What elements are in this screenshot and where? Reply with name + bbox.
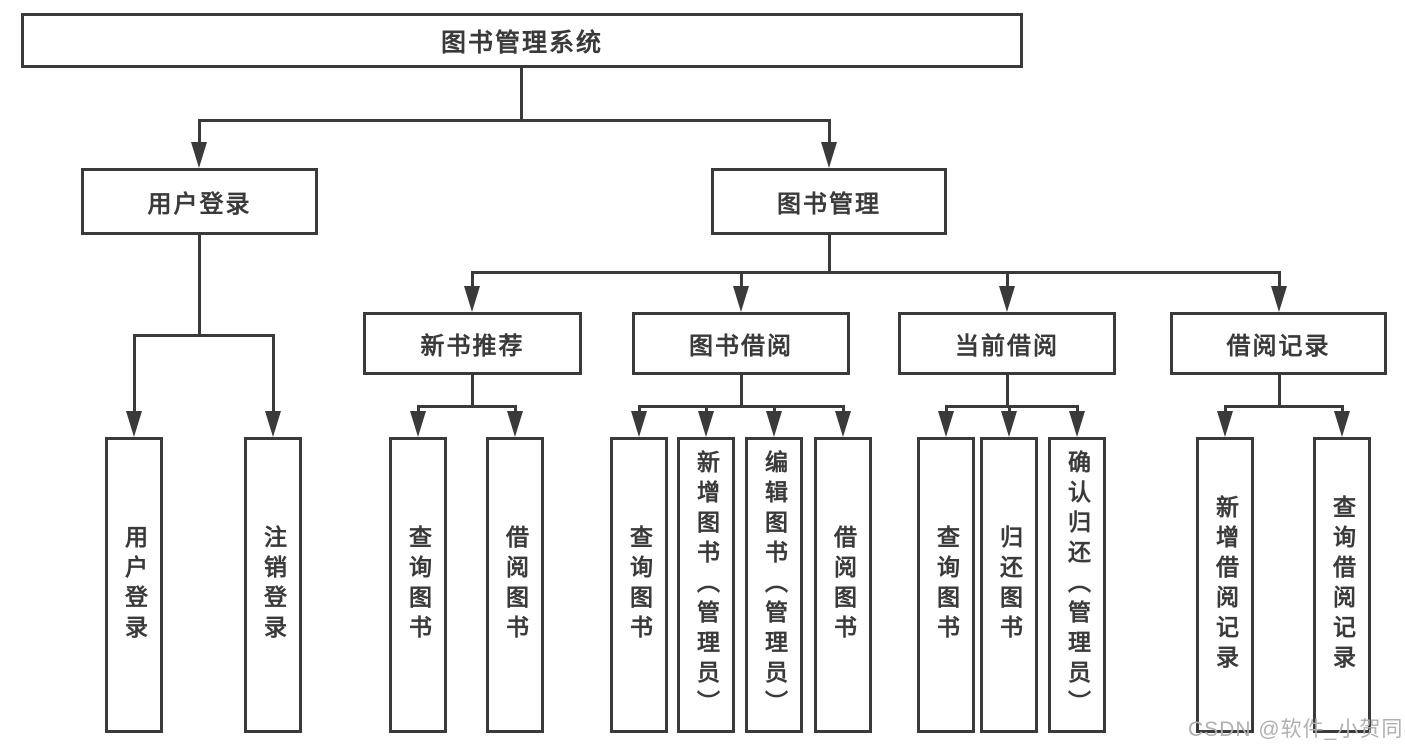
arrow-down-icon (464, 286, 480, 312)
node-new-book-rec-label: 新书推荐 (420, 333, 525, 360)
arrow-down-icon (126, 411, 142, 437)
leaf-user-login-label: 用户登录 (121, 525, 148, 645)
connector-line (520, 68, 523, 121)
connector-line (638, 405, 844, 408)
leaf-borrow-borrow: 借阅图书 (814, 437, 872, 733)
arrow-down-icon (265, 411, 281, 437)
connector-line (471, 271, 474, 288)
leaf-records-query-label: 查询借阅记录 (1329, 495, 1356, 675)
leaf-borrow-add: 新增图书（管理员） (677, 437, 735, 733)
node-user-login: 用户登录 (81, 168, 318, 235)
connector-line (1278, 375, 1281, 407)
arrow-down-icon (733, 286, 749, 312)
leaf-borrow-edit: 编辑图书（管理员） (745, 437, 803, 733)
connector-line (417, 405, 420, 413)
connector-line (471, 271, 1281, 274)
connector-line (133, 334, 136, 412)
leaf-current-return-label: 归还图书 (996, 525, 1023, 645)
arrow-down-icon (1271, 286, 1287, 312)
node-borrow-records-label: 借阅记录 (1226, 333, 1331, 360)
connector-line (945, 405, 948, 413)
node-book-borrow: 图书借阅 (632, 312, 850, 375)
leaf-current-query-label: 查询图书 (933, 525, 960, 645)
connector-line (1076, 405, 1079, 413)
connector-line (828, 119, 831, 144)
arrow-down-icon (999, 286, 1015, 312)
node-current-borrow: 当前借阅 (898, 312, 1116, 375)
leaf-current-return: 归还图书 (980, 437, 1038, 733)
arrow-down-icon (1001, 411, 1017, 437)
leaf-borrow-edit-label: 编辑图书（管理员） (761, 450, 788, 720)
leaf-records-query: 查询借阅记录 (1313, 437, 1371, 733)
arrow-down-icon (821, 142, 837, 168)
arrow-down-icon (698, 411, 714, 437)
connector-line (1224, 405, 1343, 408)
leaf-current-query: 查询图书 (917, 437, 975, 733)
connector-line (828, 234, 831, 274)
connector-line (514, 405, 517, 413)
arrow-down-icon (631, 411, 647, 437)
connector-line (740, 271, 743, 288)
connector-line (705, 405, 708, 413)
connector-line (945, 405, 1078, 408)
connector-line (198, 119, 831, 122)
node-root-label: 图书管理系统 (440, 28, 603, 57)
node-new-book-rec: 新书推荐 (363, 312, 582, 375)
node-user-login-label: 用户登录 (147, 191, 252, 218)
connector-line (198, 119, 201, 144)
node-current-borrow-label: 当前借阅 (955, 333, 1059, 360)
arrow-down-icon (938, 411, 954, 437)
connector-line (471, 375, 474, 407)
leaf-records-add: 新增借阅记录 (1196, 437, 1254, 733)
connector-line (1006, 375, 1009, 407)
arrow-down-icon (766, 411, 782, 437)
connector-line (198, 235, 201, 336)
connector-line (740, 375, 743, 407)
leaf-logout: 注销登录 (244, 437, 302, 733)
node-book-mgmt: 图书管理 (711, 168, 947, 235)
leaf-borrow-query: 查询图书 (610, 437, 668, 733)
leaf-current-confirm: 确认归还（管理员） (1048, 437, 1106, 733)
arrow-down-icon (1334, 411, 1350, 437)
node-book-mgmt-label: 图书管理 (777, 191, 881, 218)
leaf-newbook-query: 查询图书 (389, 437, 447, 733)
leaf-records-add-label: 新增借阅记录 (1212, 495, 1239, 675)
connector-line (1006, 271, 1009, 288)
connector-line (773, 405, 776, 413)
arrow-down-icon (191, 142, 207, 168)
leaf-user-login: 用户登录 (105, 437, 163, 733)
connector-line (417, 405, 516, 408)
leaf-borrow-query-label: 查询图书 (626, 525, 653, 645)
connector-line (842, 405, 845, 413)
connector-line (1278, 271, 1281, 288)
connector-line (1008, 405, 1011, 413)
arrow-down-icon (507, 411, 523, 437)
node-book-borrow-label: 图书借阅 (689, 333, 793, 360)
connector-line (638, 405, 641, 413)
arrow-down-icon (410, 411, 426, 437)
arrow-down-icon (835, 411, 851, 437)
leaf-borrow-add-label: 新增图书（管理员） (693, 450, 720, 720)
leaf-logout-label: 注销登录 (260, 525, 287, 645)
arrow-down-icon (1217, 411, 1233, 437)
connector-line (1341, 405, 1344, 413)
arrow-down-icon (1069, 411, 1085, 437)
leaf-newbook-borrow: 借阅图书 (486, 437, 544, 733)
node-root: 图书管理系统 (21, 13, 1023, 68)
connector-line (1224, 405, 1227, 413)
connector-line (133, 334, 274, 337)
leaf-newbook-borrow-label: 借阅图书 (502, 525, 529, 645)
leaf-newbook-query-label: 查询图书 (405, 525, 432, 645)
leaf-current-confirm-label: 确认归还（管理员） (1064, 450, 1091, 720)
node-borrow-records: 借阅记录 (1170, 312, 1387, 375)
leaf-borrow-borrow-label: 借阅图书 (830, 525, 857, 645)
connector-line (272, 334, 275, 412)
csdn-watermark: CSDN @软件_小贺同学 (1188, 718, 1405, 741)
